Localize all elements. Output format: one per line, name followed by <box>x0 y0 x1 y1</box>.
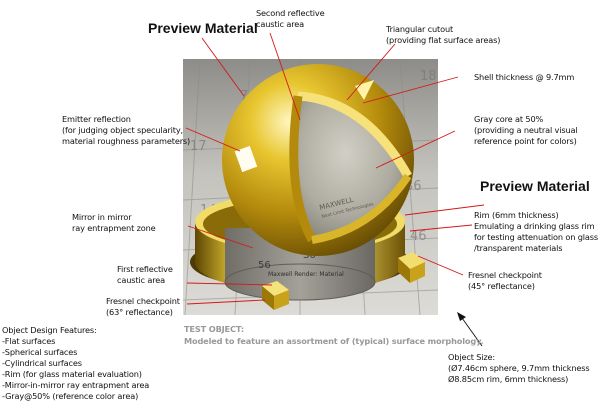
label-first-caustic: First reflective caustic area <box>117 264 173 285</box>
fresnel-cube-45 <box>398 252 425 283</box>
object-size-line-2: Ø8.85cm rim, 6mm thickness) <box>448 374 569 384</box>
floor-number: 46 <box>410 229 427 244</box>
list-item: -Rim (for glass material evaluation) <box>2 369 142 379</box>
floor-number: 17 <box>190 139 207 154</box>
label-gray-core: Gray core at 50% (providing a neutral vi… <box>474 114 578 146</box>
gold-sphere: MAXWELL Next Limit Technologies <box>222 64 414 256</box>
design-features-list: Object Design Features: -Flat surfaces -… <box>2 325 149 402</box>
leader-fresnel-45 <box>417 255 464 276</box>
list-item: -Gray@50% (reference color area) <box>2 391 139 401</box>
list-item: -Flat surfaces <box>2 336 56 346</box>
test-object-heading: TEST OBJECT: <box>184 324 244 334</box>
list-item: -Cylindrical surfaces <box>2 358 82 368</box>
leader-second-caustic <box>269 32 301 121</box>
floor-number: 18 <box>420 69 437 84</box>
label-emitter-reflection: Emitter reflection (for judging object s… <box>62 114 191 146</box>
preview-material-title-right: Preview Material <box>480 178 590 194</box>
leader-shell-thickness <box>362 76 459 104</box>
leader-lines <box>185 32 485 305</box>
leader-emitter-reflection <box>185 127 241 152</box>
leader-preview-material-top <box>201 37 245 97</box>
object-size-note: Object Size: (Ø7.46cm sphere, 9.7mm thic… <box>448 352 590 385</box>
leader-preview-material-right <box>404 204 485 216</box>
base-number: 56 <box>258 260 271 271</box>
preview-material-title-top: Preview Material <box>148 20 258 36</box>
base-text: Maxwell Render: Material <box>268 271 344 278</box>
test-object-text: Modeled to feature an assortment of (typ… <box>184 336 484 346</box>
label-fresnel-45: Fresnel checkpoint (45° reflectance) <box>468 270 542 291</box>
leader-fresnel-63 <box>186 299 266 305</box>
leader-rim <box>409 224 473 232</box>
label-fresnel-63: Fresnel checkpoint (63° reflectance) <box>106 296 180 317</box>
label-shell-thickness: Shell thickness @ 9.7mm <box>474 72 575 82</box>
label-mirror-in-mirror: Mirror in mirror ray entrapment zone <box>72 212 156 233</box>
list-item: -Mirror-in-mirror ray entrapment area <box>2 380 150 390</box>
object-size-heading: Object Size: <box>448 352 496 362</box>
label-rim: Rim (6mm thickness) Emulating a drinking… <box>474 210 599 253</box>
floor-number: 7 <box>240 89 248 104</box>
leader-first-caustic <box>186 282 273 286</box>
list-item: -Spherical surfaces <box>2 347 78 357</box>
design-features-heading: Object Design Features: <box>2 325 97 335</box>
label-triangular-cutout: Triangular cutout (providing flat surfac… <box>386 24 501 45</box>
leader-gray-core <box>375 130 456 169</box>
leader-triangular-cutout <box>346 43 396 101</box>
object-size-line-1: (Ø7.46cm sphere, 9.7mm thickness <box>448 363 590 373</box>
label-second-caustic: Second reflective caustic area <box>256 8 325 29</box>
object-size-arrow <box>457 312 483 347</box>
leader-mirror-in-mirror <box>187 225 254 249</box>
